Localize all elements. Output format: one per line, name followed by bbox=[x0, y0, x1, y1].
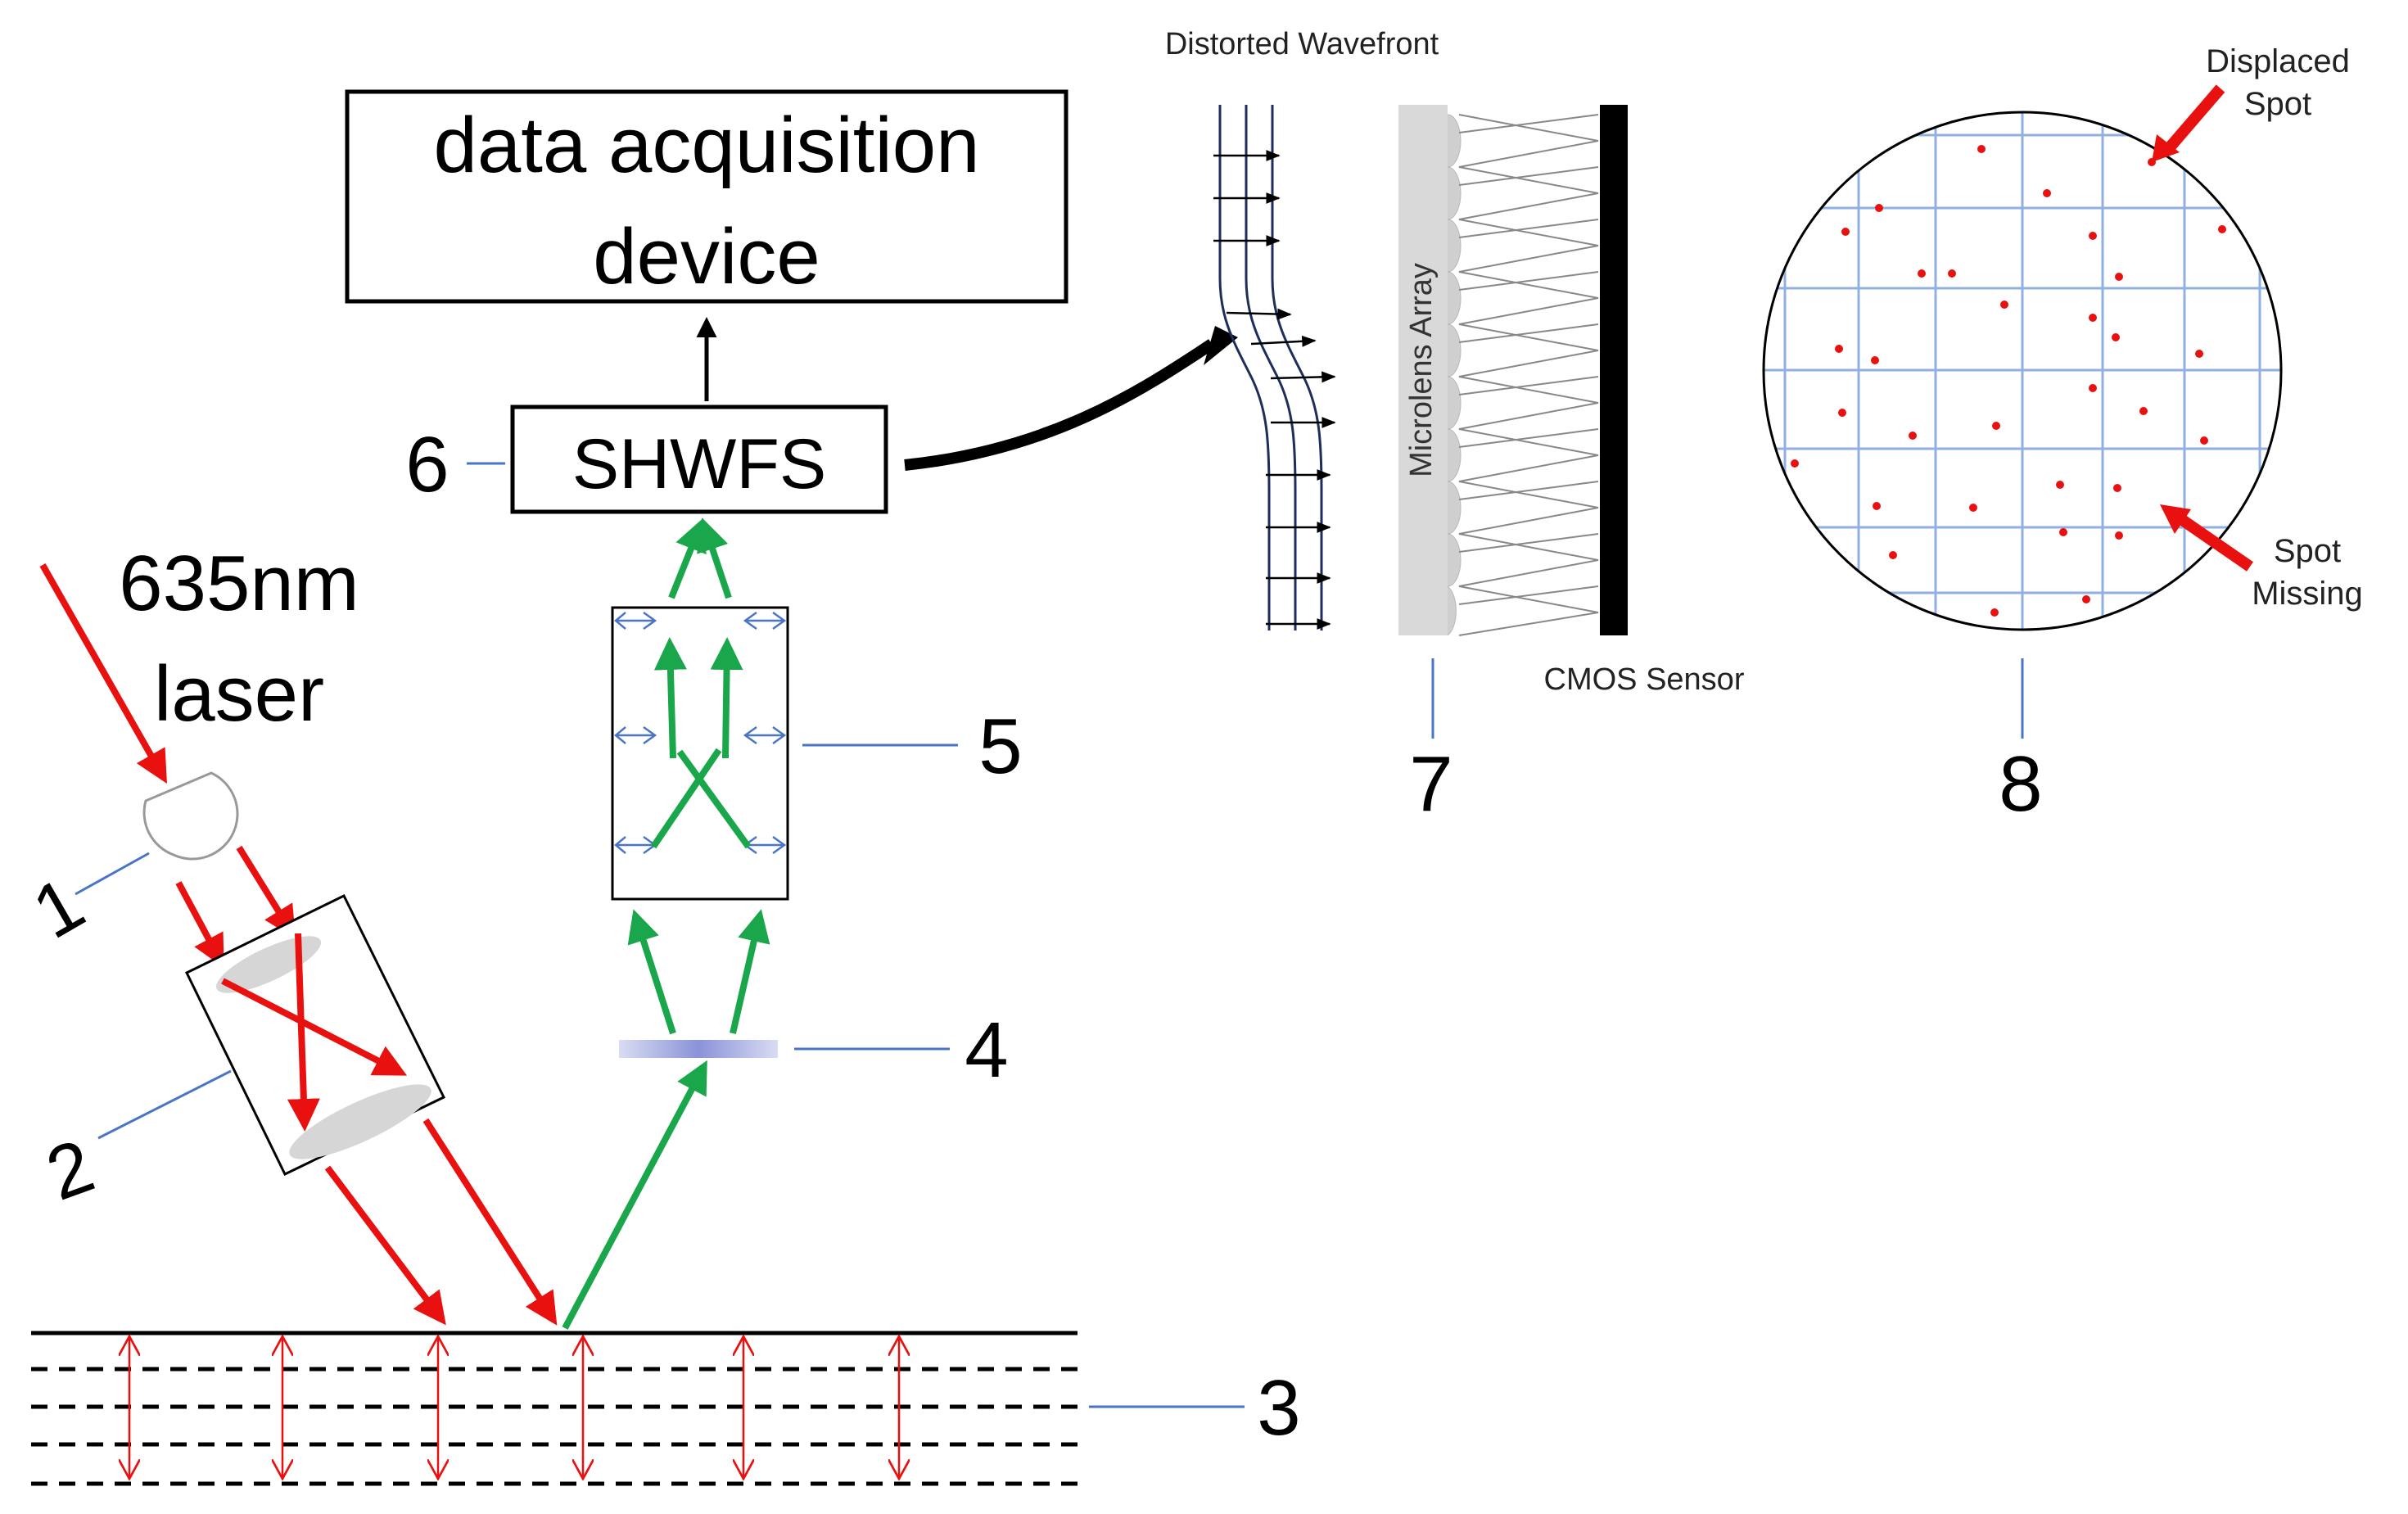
laser-beam-a bbox=[175, 881, 224, 969]
incident-laser-beam bbox=[39, 563, 167, 784]
number-5: 5 bbox=[978, 703, 1022, 790]
laser-beam-to-surface-b bbox=[422, 1118, 558, 1326]
lenslet-focus-lines bbox=[1458, 114, 1599, 636]
number-4: 4 bbox=[965, 1006, 1008, 1094]
spot-missing-label-line2: Missing bbox=[2252, 576, 2363, 612]
displaced-spot-arrow bbox=[2165, 84, 2225, 151]
number-8: 8 bbox=[1999, 740, 2042, 828]
wavefront-ray-arrows bbox=[1213, 150, 1336, 630]
data-acquisition-device-box: data acquisition device bbox=[345, 89, 1068, 304]
laser-beam-to-surface-a bbox=[324, 1165, 446, 1326]
beam-4-to-5-right bbox=[730, 909, 770, 1034]
displaced-spot-label-line1: Displaced bbox=[2206, 43, 2350, 79]
microlens-array-label: Microlens Array bbox=[1404, 263, 1439, 477]
cmos-sensor-label: CMOS Sensor bbox=[1544, 662, 1745, 697]
beam-4-to-5-left bbox=[627, 909, 676, 1035]
spot-missing-label-line1: Spot bbox=[2274, 533, 2341, 569]
reflected-beam bbox=[562, 1060, 707, 1330]
number-2: 2 bbox=[36, 1123, 104, 1216]
component-3-sample-surface bbox=[31, 1331, 1078, 1486]
shwfs-box: SHWFS bbox=[510, 404, 888, 514]
distorted-wavefront bbox=[1218, 105, 1323, 630]
laser-label-line2: laser bbox=[154, 650, 324, 738]
spot-pattern bbox=[1762, 111, 2283, 631]
cmos-sensor bbox=[1600, 105, 1628, 635]
spot-missing-arrow bbox=[2178, 514, 2253, 572]
number-6: 6 bbox=[405, 421, 449, 508]
device-label-line1: data acquisition bbox=[433, 102, 979, 189]
component-1-beam-splitter bbox=[142, 771, 239, 861]
leader-line-1 bbox=[75, 852, 150, 896]
component-2-optical-housing bbox=[184, 893, 446, 1177]
distorted-wavefront-label: Distorted Wavefront bbox=[1165, 27, 1439, 61]
laser-label-line1: 635nm bbox=[119, 540, 359, 627]
laser-beam-b bbox=[236, 845, 296, 939]
component-4-filter bbox=[619, 1040, 778, 1058]
shwfs-detail-arrowhead bbox=[1204, 326, 1238, 365]
displaced-spot-label-line2: Spot bbox=[2244, 86, 2311, 122]
component-5-beam-expander bbox=[611, 517, 789, 901]
shwfs-detail-arrow bbox=[904, 339, 1215, 471]
number-3: 3 bbox=[1257, 1364, 1300, 1452]
displaced-spot-arrowhead bbox=[2152, 134, 2180, 162]
leader-line-2 bbox=[97, 1069, 232, 1140]
shwfs-label: SHWFS bbox=[572, 425, 827, 504]
number-7: 7 bbox=[1409, 740, 1452, 828]
microlens-array: Microlens Array bbox=[1398, 105, 1462, 636]
device-label-line2: device bbox=[593, 213, 820, 301]
spot-missing-arrowhead bbox=[2160, 504, 2191, 534]
number-1: 1 bbox=[20, 861, 97, 955]
